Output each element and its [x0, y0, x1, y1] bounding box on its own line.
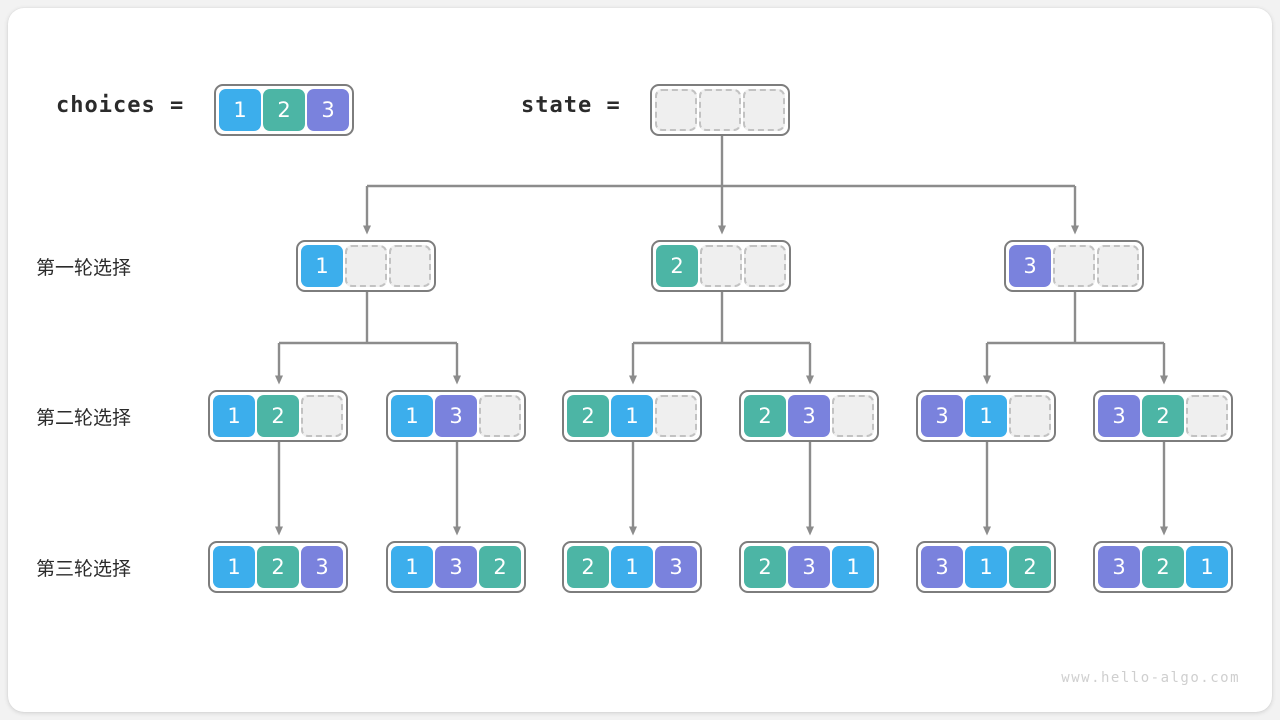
- node-n-21-cell-1: 1: [611, 395, 653, 437]
- node-n-231-cell-1: 3: [788, 546, 830, 588]
- node-n-321-cell-2: 1: [1186, 546, 1228, 588]
- watermark: www.hello-algo.com: [1061, 670, 1240, 686]
- row-label-round-1: 第一轮选择: [36, 257, 132, 279]
- node-n-132-cell-1: 3: [435, 546, 477, 588]
- node-n-312-cell-2: 2: [1009, 546, 1051, 588]
- node-n-123-cell-1: 2: [257, 546, 299, 588]
- node-n-23-cell-1: 3: [788, 395, 830, 437]
- node-n-32-cell-0: 3: [1098, 395, 1140, 437]
- node-n-21-cell-2: [655, 395, 697, 437]
- node-n-3-cell-1: [1053, 245, 1095, 287]
- node-n-2-cell-2: [744, 245, 786, 287]
- node-n-2-cell-0: 2: [656, 245, 698, 287]
- node-n-31-cell-2: [1009, 395, 1051, 437]
- node-n-13-cell-0: 1: [391, 395, 433, 437]
- state-node-n-1: 1: [296, 240, 436, 292]
- node-n-321-cell-0: 3: [1098, 546, 1140, 588]
- node-n-123-cell-2: 3: [301, 546, 343, 588]
- choices-cell-2: 3: [307, 89, 349, 131]
- node-n-32-cell-1: 2: [1142, 395, 1184, 437]
- state-cell-1: [699, 89, 741, 131]
- node-n-213-cell-0: 2: [567, 546, 609, 588]
- node-n-13-cell-2: [479, 395, 521, 437]
- node-n-23-cell-0: 2: [744, 395, 786, 437]
- node-n-12-cell-2: [301, 395, 343, 437]
- state-cell-2: [743, 89, 785, 131]
- node-n-21-cell-0: 2: [567, 395, 609, 437]
- node-n-2-cell-1: [700, 245, 742, 287]
- node-n-12-cell-1: 2: [257, 395, 299, 437]
- node-n-312-cell-1: 1: [965, 546, 1007, 588]
- state-node-n-2: 2: [651, 240, 791, 292]
- state-label: state =: [521, 93, 621, 118]
- node-n-13-cell-1: 3: [435, 395, 477, 437]
- node-n-132-cell-2: 2: [479, 546, 521, 588]
- node-n-32-cell-2: [1186, 395, 1228, 437]
- state-array: [650, 84, 790, 136]
- node-n-31-cell-0: 3: [921, 395, 963, 437]
- node-n-3-cell-2: [1097, 245, 1139, 287]
- node-n-1-cell-0: 1: [301, 245, 343, 287]
- node-n-1-cell-1: [345, 245, 387, 287]
- node-n-231-cell-0: 2: [744, 546, 786, 588]
- row-label-round-3: 第三轮选择: [36, 558, 132, 580]
- state-cell-0: [655, 89, 697, 131]
- choices-cell-0: 1: [219, 89, 261, 131]
- node-n-1-cell-2: [389, 245, 431, 287]
- node-n-31-cell-1: 1: [965, 395, 1007, 437]
- node-n-12-cell-0: 1: [213, 395, 255, 437]
- choices-label: choices =: [56, 93, 185, 118]
- node-n-321-cell-1: 2: [1142, 546, 1184, 588]
- node-n-23-cell-2: [832, 395, 874, 437]
- state-node-n-3: 3: [1004, 240, 1144, 292]
- node-n-213-cell-1: 1: [611, 546, 653, 588]
- choices-cell-1: 2: [263, 89, 305, 131]
- node-n-123-cell-0: 1: [213, 546, 255, 588]
- node-n-213-cell-2: 3: [655, 546, 697, 588]
- node-n-231-cell-2: 1: [832, 546, 874, 588]
- node-n-312-cell-0: 3: [921, 546, 963, 588]
- row-label-round-2: 第二轮选择: [36, 407, 132, 429]
- node-n-3-cell-0: 3: [1009, 245, 1051, 287]
- node-n-132-cell-0: 1: [391, 546, 433, 588]
